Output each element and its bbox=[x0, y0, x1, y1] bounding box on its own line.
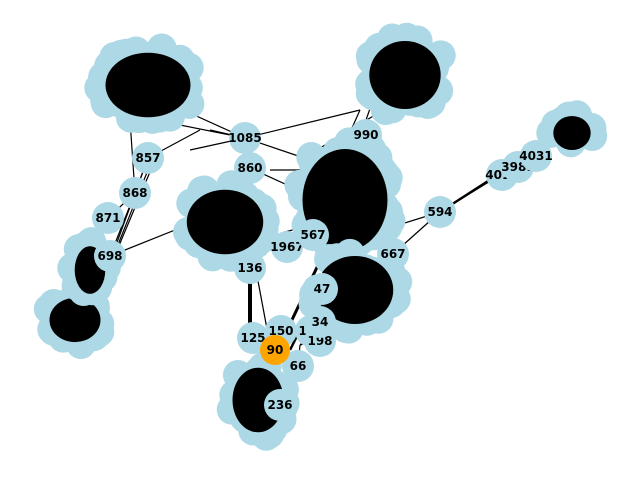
node-label: 860 bbox=[237, 161, 262, 175]
labeled-nodes: 1085 860 857 868 871 698 136 1967 bbox=[92, 119, 553, 421]
node-4031[interactable]: 4031 bbox=[519, 140, 553, 172]
node-circle bbox=[234, 252, 266, 284]
node-868[interactable]: 868 bbox=[119, 177, 151, 209]
node-90-highlighted[interactable]: 90 bbox=[260, 335, 290, 365]
node-circle bbox=[264, 389, 296, 421]
node-label: 667 bbox=[380, 247, 405, 261]
node-circle bbox=[424, 196, 456, 228]
overlapping-labels-mass bbox=[316, 256, 394, 324]
node-label: 1967 bbox=[270, 240, 303, 254]
overlapping-labels-mass bbox=[553, 116, 591, 150]
node-circle bbox=[119, 177, 151, 209]
node-circle bbox=[229, 122, 261, 154]
node-label: 4031 bbox=[519, 149, 552, 163]
node-1967[interactable]: 1967 bbox=[270, 231, 304, 263]
overlapping-labels-mass bbox=[105, 52, 191, 118]
node-857[interactable]: 857 bbox=[132, 142, 164, 174]
node-label: 1085 bbox=[228, 131, 261, 145]
node-circle bbox=[234, 152, 266, 184]
node-circle bbox=[350, 119, 382, 151]
node-66[interactable]: 66 bbox=[282, 350, 314, 382]
node-1085[interactable]: 1085 bbox=[228, 122, 262, 154]
overlapping-labels-mass bbox=[369, 41, 441, 109]
edge bbox=[244, 109, 361, 139]
node-594[interactable]: 594 bbox=[424, 196, 456, 228]
node-label: 66 bbox=[290, 359, 307, 373]
node-136[interactable]: 136 bbox=[234, 252, 266, 284]
node-label: 198 bbox=[307, 334, 332, 348]
node-circle bbox=[297, 219, 329, 251]
node-990[interactable]: 990 bbox=[350, 119, 382, 151]
node-circle bbox=[520, 140, 552, 172]
node-667[interactable]: 667 bbox=[377, 238, 409, 270]
node-circle bbox=[132, 142, 164, 174]
node-circle bbox=[304, 306, 336, 338]
node-236[interactable]: 236 bbox=[264, 389, 296, 421]
node-label: 857 bbox=[135, 151, 160, 165]
node-label: 868 bbox=[122, 186, 147, 200]
node-label: 90 bbox=[267, 343, 284, 357]
overlapping-labels-mass bbox=[49, 297, 101, 343]
node-circle bbox=[377, 238, 409, 270]
node-860[interactable]: 860 bbox=[234, 152, 266, 184]
node-34[interactable]: 34 bbox=[304, 306, 336, 338]
node-47[interactable]: 47 bbox=[306, 273, 338, 305]
node-698[interactable]: 698 bbox=[94, 240, 126, 272]
node-label: 990 bbox=[353, 128, 378, 142]
node-label: 34 bbox=[312, 315, 329, 329]
node-label: 236 bbox=[267, 398, 292, 412]
node-label: 125 bbox=[240, 331, 265, 345]
highlighted-node-circle bbox=[260, 335, 290, 365]
node-circle bbox=[271, 231, 303, 263]
node-label: 871 bbox=[95, 211, 120, 225]
node-label: 47 bbox=[314, 282, 331, 296]
node-871[interactable]: 871 bbox=[92, 202, 124, 234]
node-567[interactable]: 567 bbox=[297, 219, 329, 251]
node-label: 594 bbox=[427, 205, 452, 219]
node-circle bbox=[94, 240, 126, 272]
node-circle bbox=[92, 202, 124, 234]
node-label: 150 bbox=[268, 324, 293, 338]
node-label: 698 bbox=[97, 249, 122, 263]
node-label: 567 bbox=[300, 228, 325, 242]
overlapping-labels-mass bbox=[186, 189, 264, 255]
node-circle bbox=[282, 350, 314, 382]
node-circle bbox=[306, 273, 338, 305]
node-label: 136 bbox=[237, 261, 262, 275]
